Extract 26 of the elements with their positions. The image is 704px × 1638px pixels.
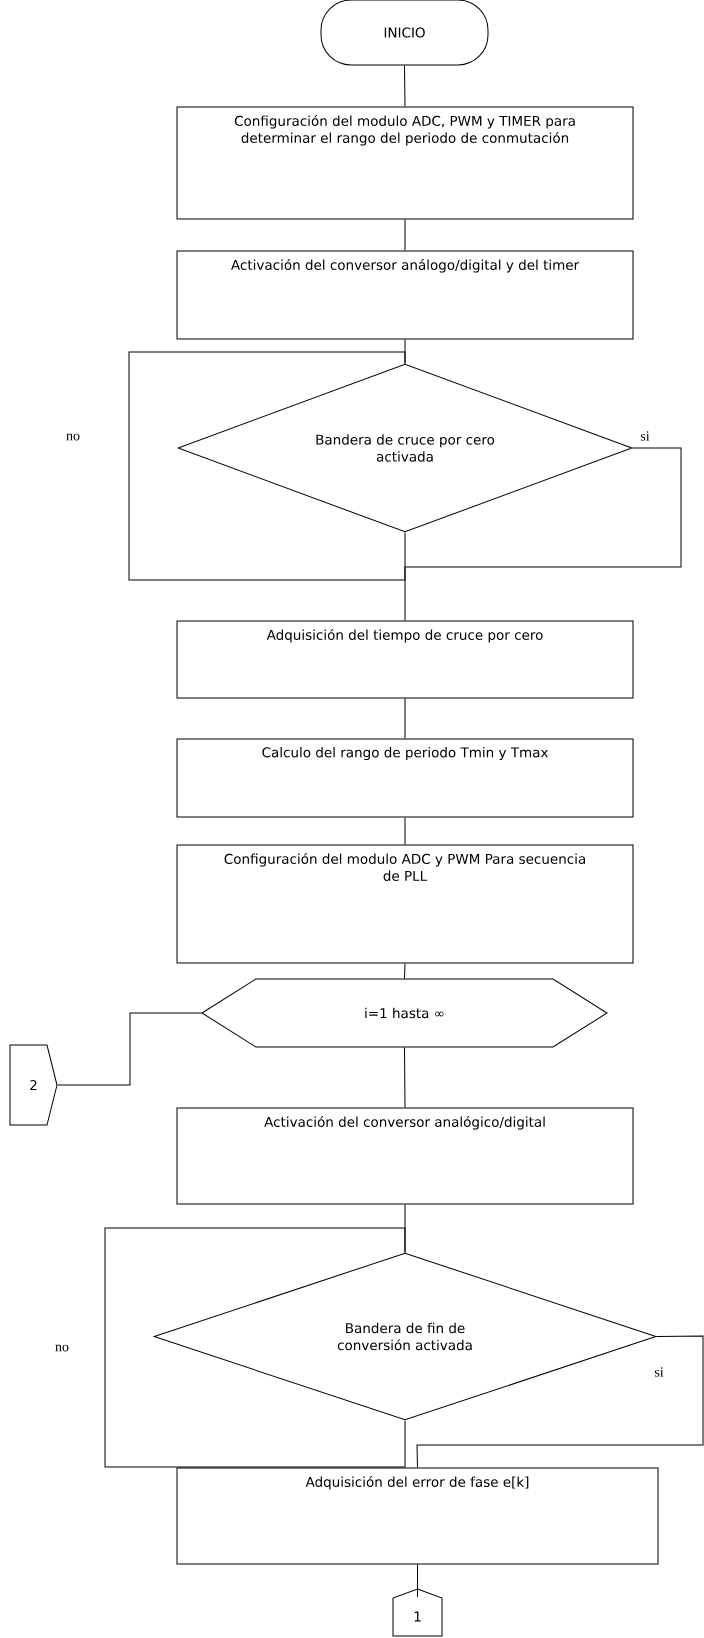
edge-label: no [54,1343,70,1353]
loop-hexagon: i=1 hasta ∞ [201,978,608,1048]
connector-line [404,817,406,845]
connector-line [404,698,406,739]
connector-line [416,1335,704,1468]
process-box: Configuración del modulo ADC y PWM Para secuencia de PLL [176,844,634,964]
edge-label: no [65,432,81,442]
connector-line [417,1564,418,1598]
process-box: Activación del conversor análogo/digital y del timer [176,250,634,340]
connector-line [404,1047,406,1108]
connector-line [404,219,406,251]
off-page-connector: 2 [9,1044,58,1126]
start-terminator: INICIO [320,0,489,66]
connector-line [404,447,682,621]
connector-line [404,963,406,979]
connector-line [128,351,406,581]
process-box: Activación del conversor analógico/digital [176,1107,634,1205]
off-page-connector: 1 [392,1588,443,1637]
edge-label: si [639,430,651,442]
connector-line [104,1227,406,1468]
process-box: Configuración del modulo ADC, PWM y TIMER para determinar el rango del periodo de conmutación [176,106,634,220]
process-box: Adquisición del tiempo de cruce por cero [176,620,634,699]
process-box: Adquisición del error de fase e[k] [176,1467,659,1565]
process-box: Calculo del rango de periodo Tmin y Tmax [176,738,634,818]
connector-line [404,65,406,107]
connector-line [57,1012,202,1086]
